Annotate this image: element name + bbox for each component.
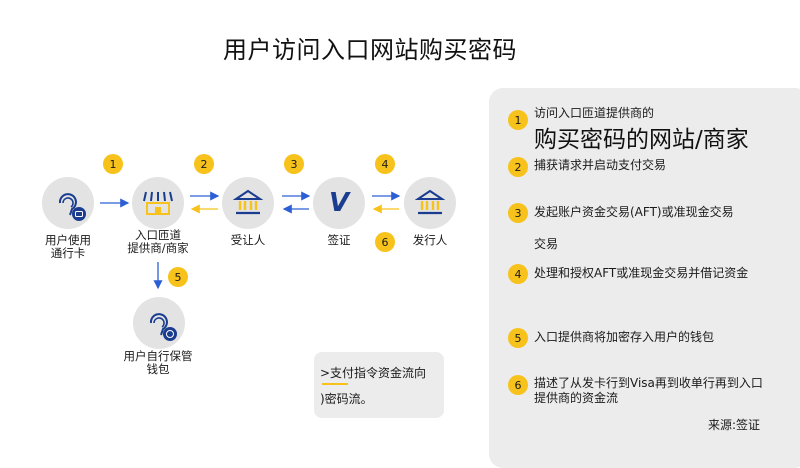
legend-crypto-swatch: [322, 383, 348, 385]
step-text: 描述了从发卡行到Visa再到收单行再到入口: [534, 376, 763, 390]
legend-payment-flow: >支付指令资金流向: [320, 366, 427, 380]
flow-badge-6: 6: [375, 232, 395, 252]
node-gateway-label-text: 入口匝道 提供商/商家: [127, 228, 189, 255]
flow-arrows: [100, 191, 401, 290]
step-badge: 2: [508, 157, 528, 177]
node-user: [42, 177, 94, 229]
step-badge: 1: [508, 110, 528, 130]
step-badge: 3: [508, 203, 528, 223]
node-wallet-label-text: 用户自行保管 钱包: [123, 349, 193, 376]
flow-badge-5: 5: [168, 267, 188, 287]
node-acquirer-label: 受让人: [230, 233, 266, 247]
step-text: 捕获请求并启动支付交易: [534, 158, 667, 172]
bank-icon: [233, 189, 263, 215]
flow-badge-2: 2: [194, 154, 214, 174]
node-visa-label: 签证: [327, 233, 351, 247]
step-text-2: 交易: [534, 237, 559, 251]
node-issuer-label: 发行人: [412, 233, 448, 247]
flow-badge-4: 4: [375, 154, 395, 174]
step-badge: 4: [508, 264, 528, 284]
user-card-icon: [58, 193, 86, 221]
store-icon: [143, 191, 173, 215]
node-wallet-label: 用户自行保管 钱包: [110, 350, 206, 376]
visa-icon: V: [328, 188, 350, 218]
node-gateway-label: 入口匝道 提供商/商家: [118, 229, 198, 255]
wallet-icon: [149, 313, 177, 341]
source-note: 来源:签证: [708, 418, 761, 432]
step-text: 访问入口匝道提供商的: [534, 106, 655, 120]
node-gateway: [132, 177, 184, 229]
step-text: 处理和授权AFT或准现金交易并借记资金: [534, 266, 749, 280]
steps-panel: [489, 88, 800, 468]
step-badge: 5: [508, 328, 528, 348]
node-user-label: 用户使用 通行卡: [40, 234, 96, 260]
node-acquirer: [222, 177, 274, 229]
step-text-2: 提供商的资金流: [534, 391, 619, 405]
step-text: 发起账户资金交易(AFT)或准现金交易: [534, 205, 734, 219]
legend-crypto-flow: )密码流。: [320, 392, 373, 406]
step-heading: 购买密码的网站/商家: [534, 127, 749, 153]
page-title: 用户访问入口网站购买密码: [223, 36, 517, 64]
node-issuer: [404, 177, 456, 229]
node-user-label-text: 用户使用 通行卡: [45, 233, 91, 260]
step-text: 入口提供商将加密存入用户的钱包: [534, 330, 715, 344]
node-wallet: [133, 297, 185, 349]
flow-badge-3: 3: [284, 154, 304, 174]
flow-badge-1: 1: [103, 154, 123, 174]
node-visa: V: [313, 177, 365, 229]
step-badge: 6: [508, 375, 528, 395]
legend: >支付指令资金流向 )密码流。: [314, 352, 444, 418]
bank-icon: [415, 189, 445, 215]
